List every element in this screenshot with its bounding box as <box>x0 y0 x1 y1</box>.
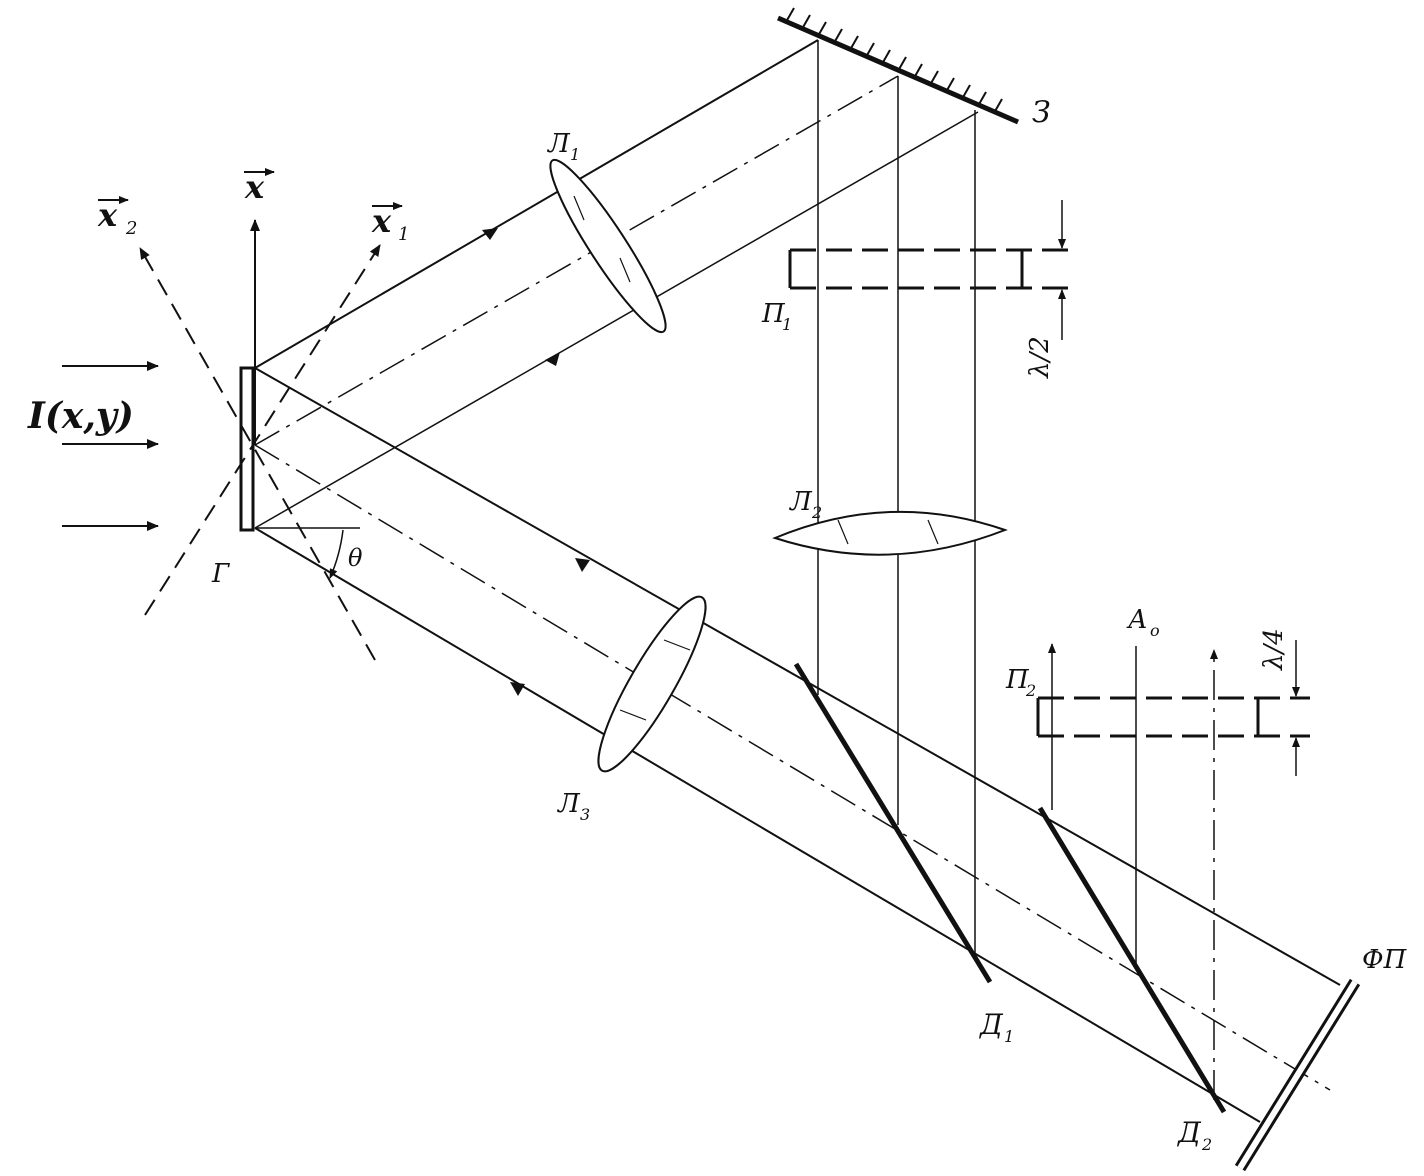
phase-plate-2-label: П 2 <box>1005 665 1036 700</box>
reference-beams <box>1048 643 1218 1100</box>
half-wave-label: λ/2 <box>1025 336 1055 379</box>
svg-text:1: 1 <box>570 145 580 164</box>
svg-text:Л: Л <box>546 129 571 159</box>
svg-text:x: x <box>371 202 392 240</box>
vertical-beams <box>817 40 976 955</box>
svg-text:2: 2 <box>811 503 822 522</box>
axis-x-label: x <box>244 168 275 206</box>
beamsplitter-1-label: Д 1 <box>978 1008 1014 1046</box>
svg-text:А: А <box>1126 605 1148 635</box>
phase-plate-2 <box>1036 640 1310 776</box>
photodetector <box>1234 978 1361 1172</box>
hologram-label: Г <box>211 559 230 589</box>
lens-3-label: Л 3 <box>556 789 590 824</box>
svg-text:x: x <box>244 168 265 206</box>
svg-text:П: П <box>761 299 786 329</box>
svg-text:П: П <box>1005 665 1030 695</box>
axis-x1-label: x 1 <box>371 202 409 245</box>
photodetector-label: ФП <box>1362 945 1408 975</box>
svg-text:x: x <box>97 196 118 234</box>
svg-text:2: 2 <box>125 218 137 239</box>
svg-text:Д: Д <box>978 1008 1004 1041</box>
phase-plate-1 <box>788 200 1075 340</box>
hologram-axes <box>139 219 381 661</box>
incident-light-arrows <box>62 361 159 531</box>
svg-text:1: 1 <box>398 224 409 245</box>
svg-text:Л: Л <box>556 789 581 819</box>
theta-label: θ <box>348 544 363 572</box>
beamsplitter-2-label: Д 2 <box>1176 1116 1212 1154</box>
upper-beam <box>254 39 979 529</box>
svg-text:1: 1 <box>1004 1027 1014 1046</box>
a0-label: А о <box>1126 605 1160 640</box>
axis-x2-label: x 2 <box>97 196 137 239</box>
svg-text:2: 2 <box>1025 681 1036 700</box>
svg-text:Д: Д <box>1176 1116 1202 1149</box>
svg-text:о: о <box>1150 621 1160 640</box>
lens-2-label: Л 2 <box>788 487 822 522</box>
svg-text:3: 3 <box>580 805 590 824</box>
hologram-plate <box>239 366 255 532</box>
lens-2 <box>772 510 1008 556</box>
mirror-label: З <box>1032 95 1051 130</box>
theta-angle <box>255 527 360 579</box>
lower-beam <box>254 367 1341 1123</box>
lens-1-label: Л 1 <box>546 129 580 164</box>
quarter-wave-label: λ/4 <box>1259 628 1289 671</box>
beamsplitter-2 <box>1037 806 1227 1114</box>
intensity-label: I(x,y) <box>27 395 134 437</box>
mirror <box>777 7 1019 125</box>
lens-3 <box>597 595 707 773</box>
svg-text:Л: Л <box>788 487 813 517</box>
svg-text:2: 2 <box>1201 1135 1212 1154</box>
beamsplitter-1 <box>793 662 993 984</box>
svg-text:1: 1 <box>782 315 792 334</box>
lens-1 <box>549 158 667 334</box>
phase-plate-1-label: П 1 <box>761 299 792 334</box>
